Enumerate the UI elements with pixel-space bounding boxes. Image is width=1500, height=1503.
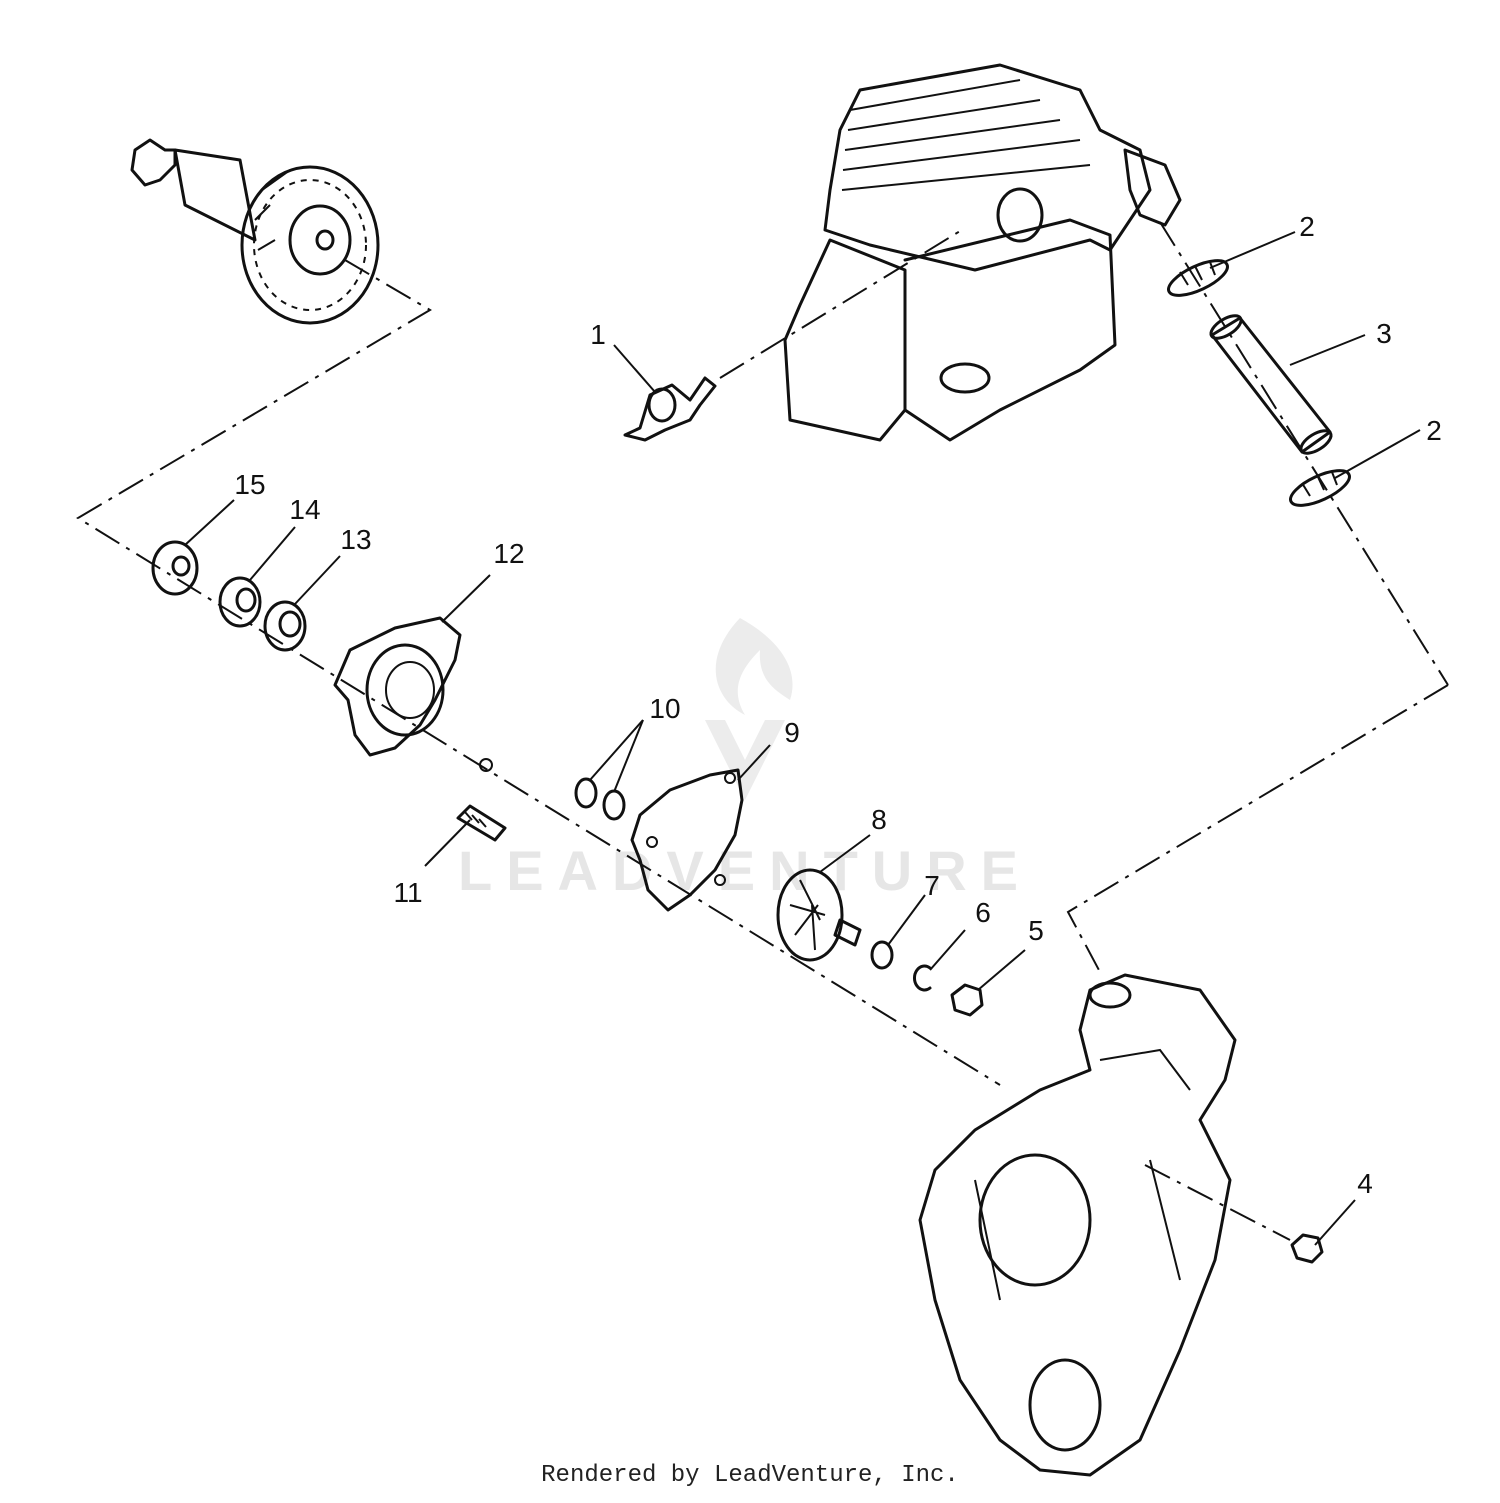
temp-sender xyxy=(623,376,717,442)
footer-credit: Rendered by LeadVenture, Inc. xyxy=(541,1462,959,1489)
bearing-15 xyxy=(151,540,199,596)
callout-10: 10 xyxy=(649,693,680,724)
callout-15: 15 xyxy=(234,469,265,500)
callouts: 1 2 2 3 4 5 6 7 8 9 10 11 12 13 14 15 xyxy=(234,211,1441,1199)
leader-lines xyxy=(184,231,1421,1246)
stud xyxy=(456,804,507,842)
hose-clamp-upper xyxy=(1167,259,1229,297)
callout-8: 8 xyxy=(871,804,887,835)
cylinder-head xyxy=(783,63,1182,442)
callout-11: 11 xyxy=(393,877,422,908)
coolant-hose xyxy=(1209,314,1333,455)
nut-5 xyxy=(950,983,984,1017)
callout-1: 1 xyxy=(590,319,606,350)
watermark: LEADVENTURE xyxy=(458,618,1032,902)
pump-housing xyxy=(333,616,493,772)
callout-2-lower: 2 xyxy=(1426,415,1442,446)
bearing-14 xyxy=(218,576,262,628)
callout-4: 4 xyxy=(1357,1168,1373,1199)
nut-4 xyxy=(1290,1233,1324,1264)
callout-3: 3 xyxy=(1376,318,1392,349)
impeller xyxy=(776,868,862,962)
balancer-gear-shaft xyxy=(130,138,380,325)
assembly-lines xyxy=(76,221,1449,1241)
callout-5: 5 xyxy=(1028,915,1044,946)
callout-7: 7 xyxy=(924,870,940,901)
callout-13: 13 xyxy=(340,524,371,555)
callout-14: 14 xyxy=(289,494,320,525)
seal-13 xyxy=(263,600,307,652)
callout-2-upper: 2 xyxy=(1299,211,1315,242)
pump-gasket xyxy=(630,768,744,912)
crankcase-cover xyxy=(918,973,1237,1477)
callout-6: 6 xyxy=(975,897,991,928)
watermark-text: LEADVENTURE xyxy=(458,839,1032,902)
washer-7 xyxy=(870,940,894,970)
hose-clamp-lower xyxy=(1289,469,1351,507)
callout-12: 12 xyxy=(493,538,524,569)
clip-6 xyxy=(912,964,932,992)
callout-9: 9 xyxy=(784,717,800,748)
